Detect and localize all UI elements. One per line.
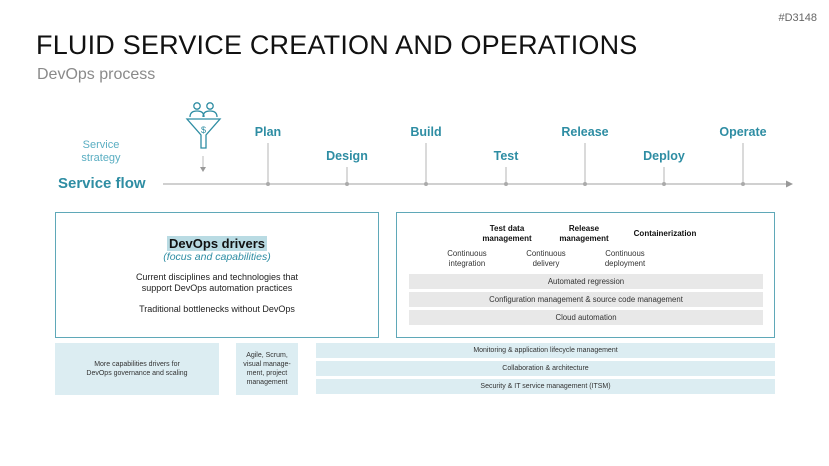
devops-drivers-title: DevOps drivers [166,236,268,251]
page-title: FLUID SERVICE CREATION AND OPERATIONS [36,30,638,60]
drivers-bottlenecks: Traditional bottlenecks without DevOps [139,304,295,314]
header-release-management: Release management [559,224,609,243]
service-strategy-label: Service strategy [81,139,121,164]
item-continuous-delivery: Continuous delivery [526,249,566,268]
stage-plan: Plan [254,125,282,139]
bar-monitoring: Monitoring & application lifecycle manag… [316,343,775,358]
bar-security-itsm: Security & IT service management (ITSM) [316,379,775,394]
item-continuous-integration: Continuous integration [447,249,487,268]
devops-drivers-subtitle: (focus and capabilities) [163,251,271,263]
funnel-people-dollar-icon: $ [185,102,222,149]
capabilities-box: Test data management Release management … [396,212,775,338]
drivers-current-disciplines: Current disciplines and technologies tha… [135,272,299,293]
document-code: #D3148 [778,12,817,24]
stage-build: Build [410,125,442,139]
bar-cloud-automation: Cloud automation [409,310,763,325]
stage-design: Design [326,149,368,163]
item-continuous-deployment: Continuous deployment [604,249,646,268]
governance-scaling-box: More capabilities drivers for DevOps gov… [55,343,219,395]
stage-test: Test [493,149,519,163]
bar-collaboration: Collaboration & architecture [316,361,775,376]
svg-text:$: $ [201,125,206,135]
service-flow-label: Service flow [58,175,146,192]
header-containerization: Containerization [633,229,697,238]
header-test-data-management: Test data management [482,224,532,243]
agile-box: Agile, Scrum, visual manage-ment, projec… [236,343,298,395]
bar-automated-regression: Automated regression [409,274,763,289]
stage-deploy: Deploy [643,149,685,163]
service-flow-diagram: $ [163,102,793,188]
stage-release: Release [561,125,609,139]
stage-ticks [266,143,745,186]
devops-drivers-box: DevOps drivers (focus and capabilities) … [55,212,379,338]
bar-configuration-management: Configuration management & source code m… [409,292,763,307]
governance-scaling-text: More capabilities drivers for DevOps gov… [86,361,188,377]
agile-text: Agile, Scrum, visual manage-ment, projec… [243,352,291,386]
page-subtitle: DevOps process [37,66,156,83]
stage-operate: Operate [719,125,767,139]
